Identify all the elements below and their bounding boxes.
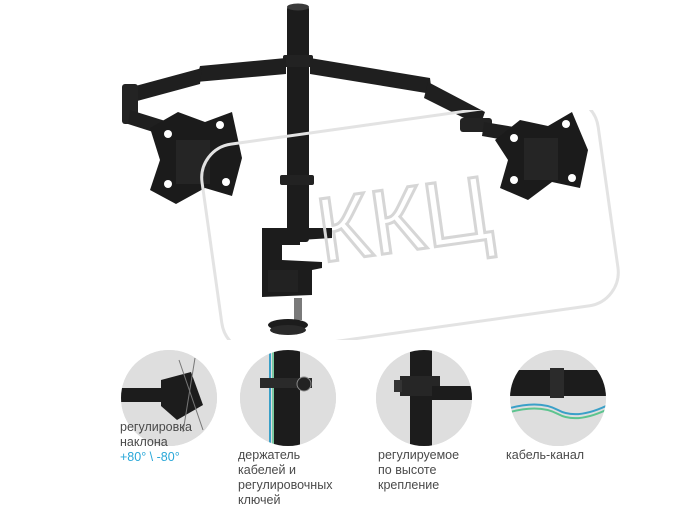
feature-caption: регулировка наклона +80° \ -80° xyxy=(120,420,280,465)
caption-line: наклона xyxy=(120,435,168,449)
caption-line: регулировка xyxy=(120,420,192,434)
feature-caption: регулируемое по высоте крепление xyxy=(378,448,538,493)
feature-cable-channel: кабель-канал xyxy=(504,350,664,500)
feature-height-adjust: регулируемое по высоте крепление xyxy=(370,350,530,500)
caption-line: регулируемое xyxy=(378,448,460,462)
cable-channel-icon xyxy=(510,350,606,446)
dual-monitor-mount-image xyxy=(122,3,588,335)
watermark-logo: ККЦ xyxy=(200,110,620,340)
caption-line: кабель-канал xyxy=(506,448,585,462)
feature-caption: кабель-канал xyxy=(506,448,666,463)
height-adjust-icon xyxy=(376,350,472,446)
cable-holder-icon xyxy=(240,350,336,446)
watermark-text: ККЦ xyxy=(310,157,498,282)
tilt-range: +80° \ -80° xyxy=(120,450,180,464)
caption-line: регулировочных xyxy=(238,478,333,492)
feature-tilt: регулировка наклона +80° \ -80° xyxy=(115,350,275,500)
caption-line: крепление xyxy=(378,478,440,492)
caption-line: по высоте xyxy=(378,463,437,477)
tilt-adjust-icon xyxy=(121,350,217,446)
caption-line: кабелей и xyxy=(238,463,296,477)
caption-line: держатель xyxy=(238,448,301,462)
